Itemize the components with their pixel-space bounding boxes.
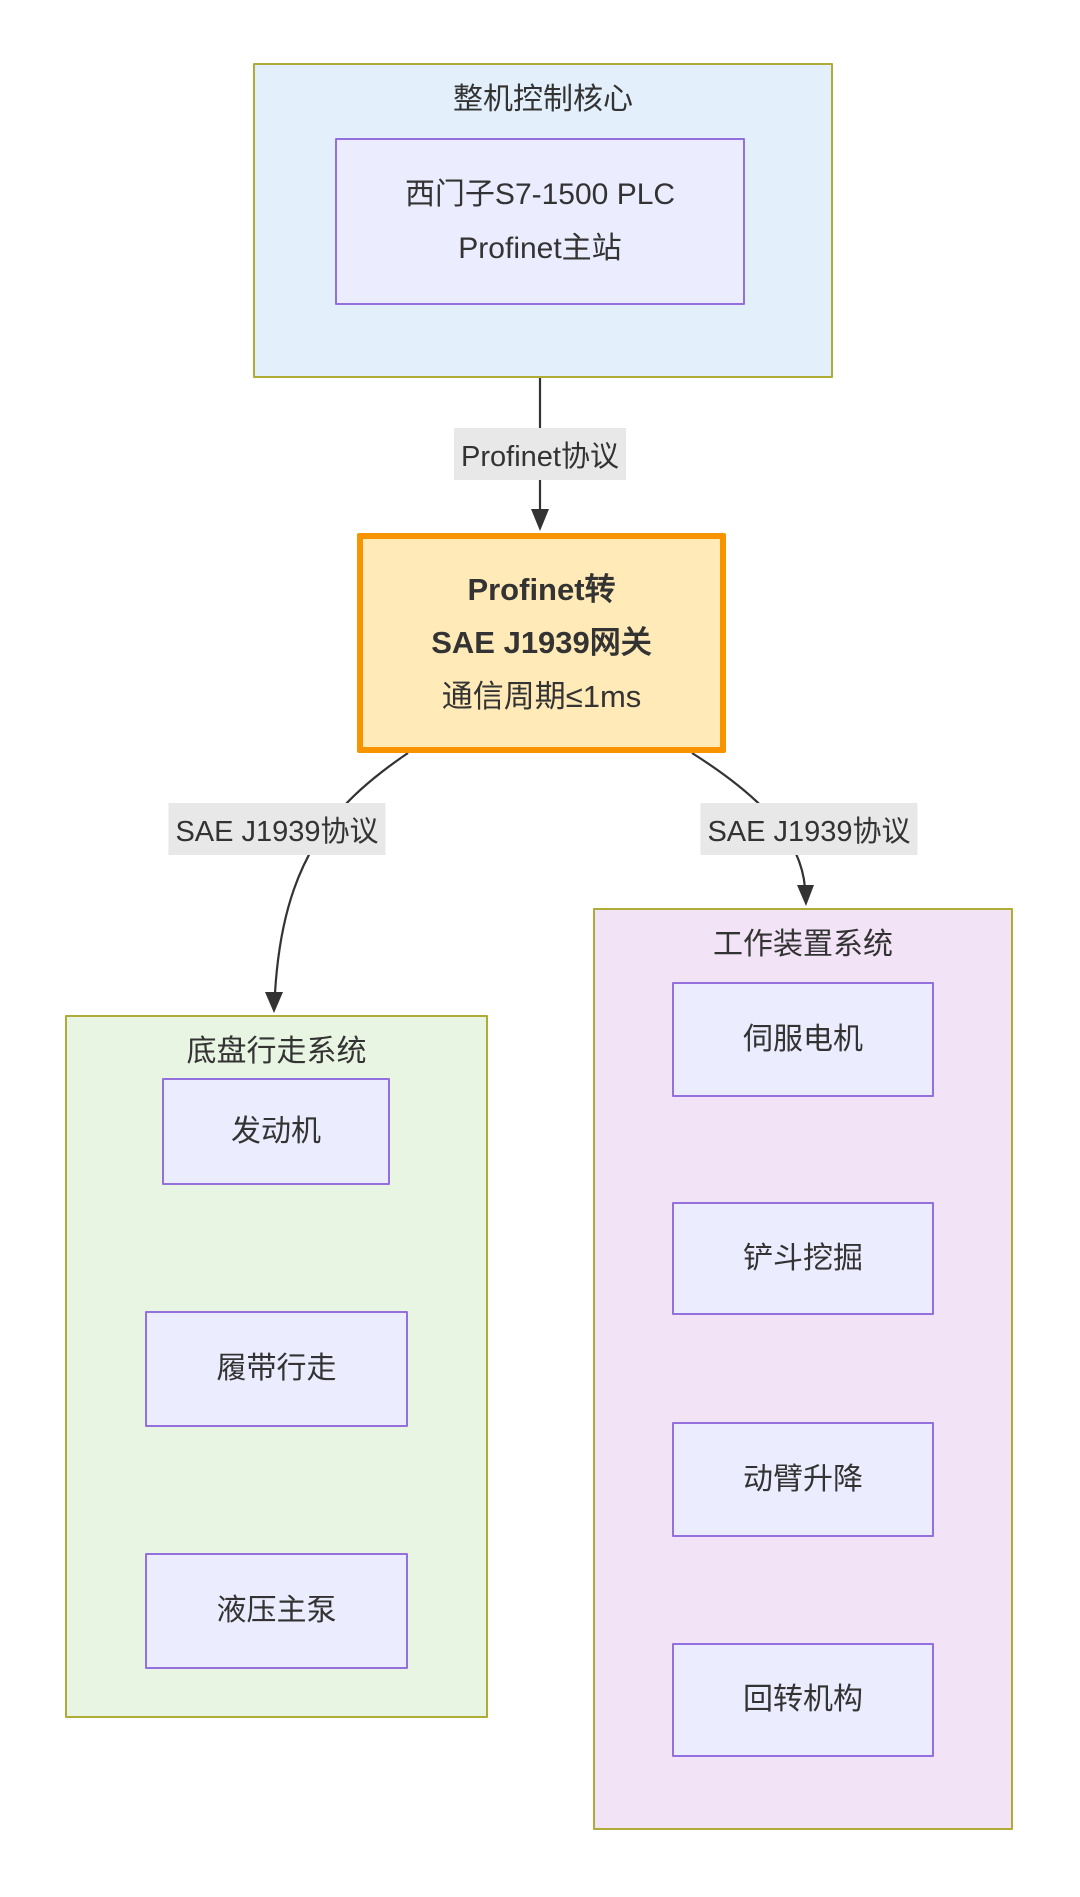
edge-j1939-left-line <box>273 752 409 994</box>
node-engine: 发动机 <box>162 1078 390 1185</box>
edge-label-profinet: Profinet协议 <box>454 428 626 480</box>
arrowhead-down-icon <box>531 509 549 531</box>
arrowhead-down-icon <box>265 992 283 1013</box>
node-hydraulic-pump: 液压主泵 <box>145 1553 408 1669</box>
node-plc: 西门子S7-1500 PLC Profinet主站 <box>335 138 745 305</box>
edge-label-j1939-left: SAE J1939协议 <box>168 803 386 855</box>
node-bucket-dig: 铲斗挖掘 <box>672 1202 934 1315</box>
node-plc-line1: 西门子S7-1500 PLC <box>404 177 676 211</box>
node-boom-lift-label: 动臂升降 <box>743 1462 863 1496</box>
node-engine-label: 发动机 <box>231 1114 321 1148</box>
cluster-chassis-title: 底盘行走系统 <box>186 1035 367 1068</box>
node-gateway-line1: Profinet转 <box>467 572 616 608</box>
node-hydraulic-pump-label: 液压主泵 <box>216 1594 337 1627</box>
node-track-travel: 履带行走 <box>145 1311 408 1427</box>
node-gateway-line2: SAE J1939网关 <box>431 625 652 661</box>
node-gateway: Profinet转 SAE J1939网关 通信周期≤1ms <box>357 533 726 753</box>
node-servo-motor: 伺服电机 <box>672 982 934 1097</box>
node-plc-line2: Profinet主站 <box>458 231 622 265</box>
node-swing-mechanism-label: 回转机构 <box>743 1683 863 1716</box>
node-gateway-line3: 通信周期≤1ms <box>441 678 642 714</box>
node-track-travel-label: 履带行走 <box>216 1352 337 1385</box>
node-servo-motor-label: 伺服电机 <box>743 1022 863 1056</box>
node-swing-mechanism: 回转机构 <box>672 1643 934 1757</box>
node-boom-lift: 动臂升降 <box>672 1422 934 1537</box>
node-bucket-dig-label: 铲斗挖掘 <box>743 1241 863 1275</box>
cluster-work-device-title: 工作装置系统 <box>713 928 893 961</box>
arrowhead-down-icon <box>797 885 814 906</box>
edge-label-j1939-right: SAE J1939协议 <box>700 803 918 855</box>
cluster-control-core-title: 整机控制核心 <box>453 83 633 116</box>
